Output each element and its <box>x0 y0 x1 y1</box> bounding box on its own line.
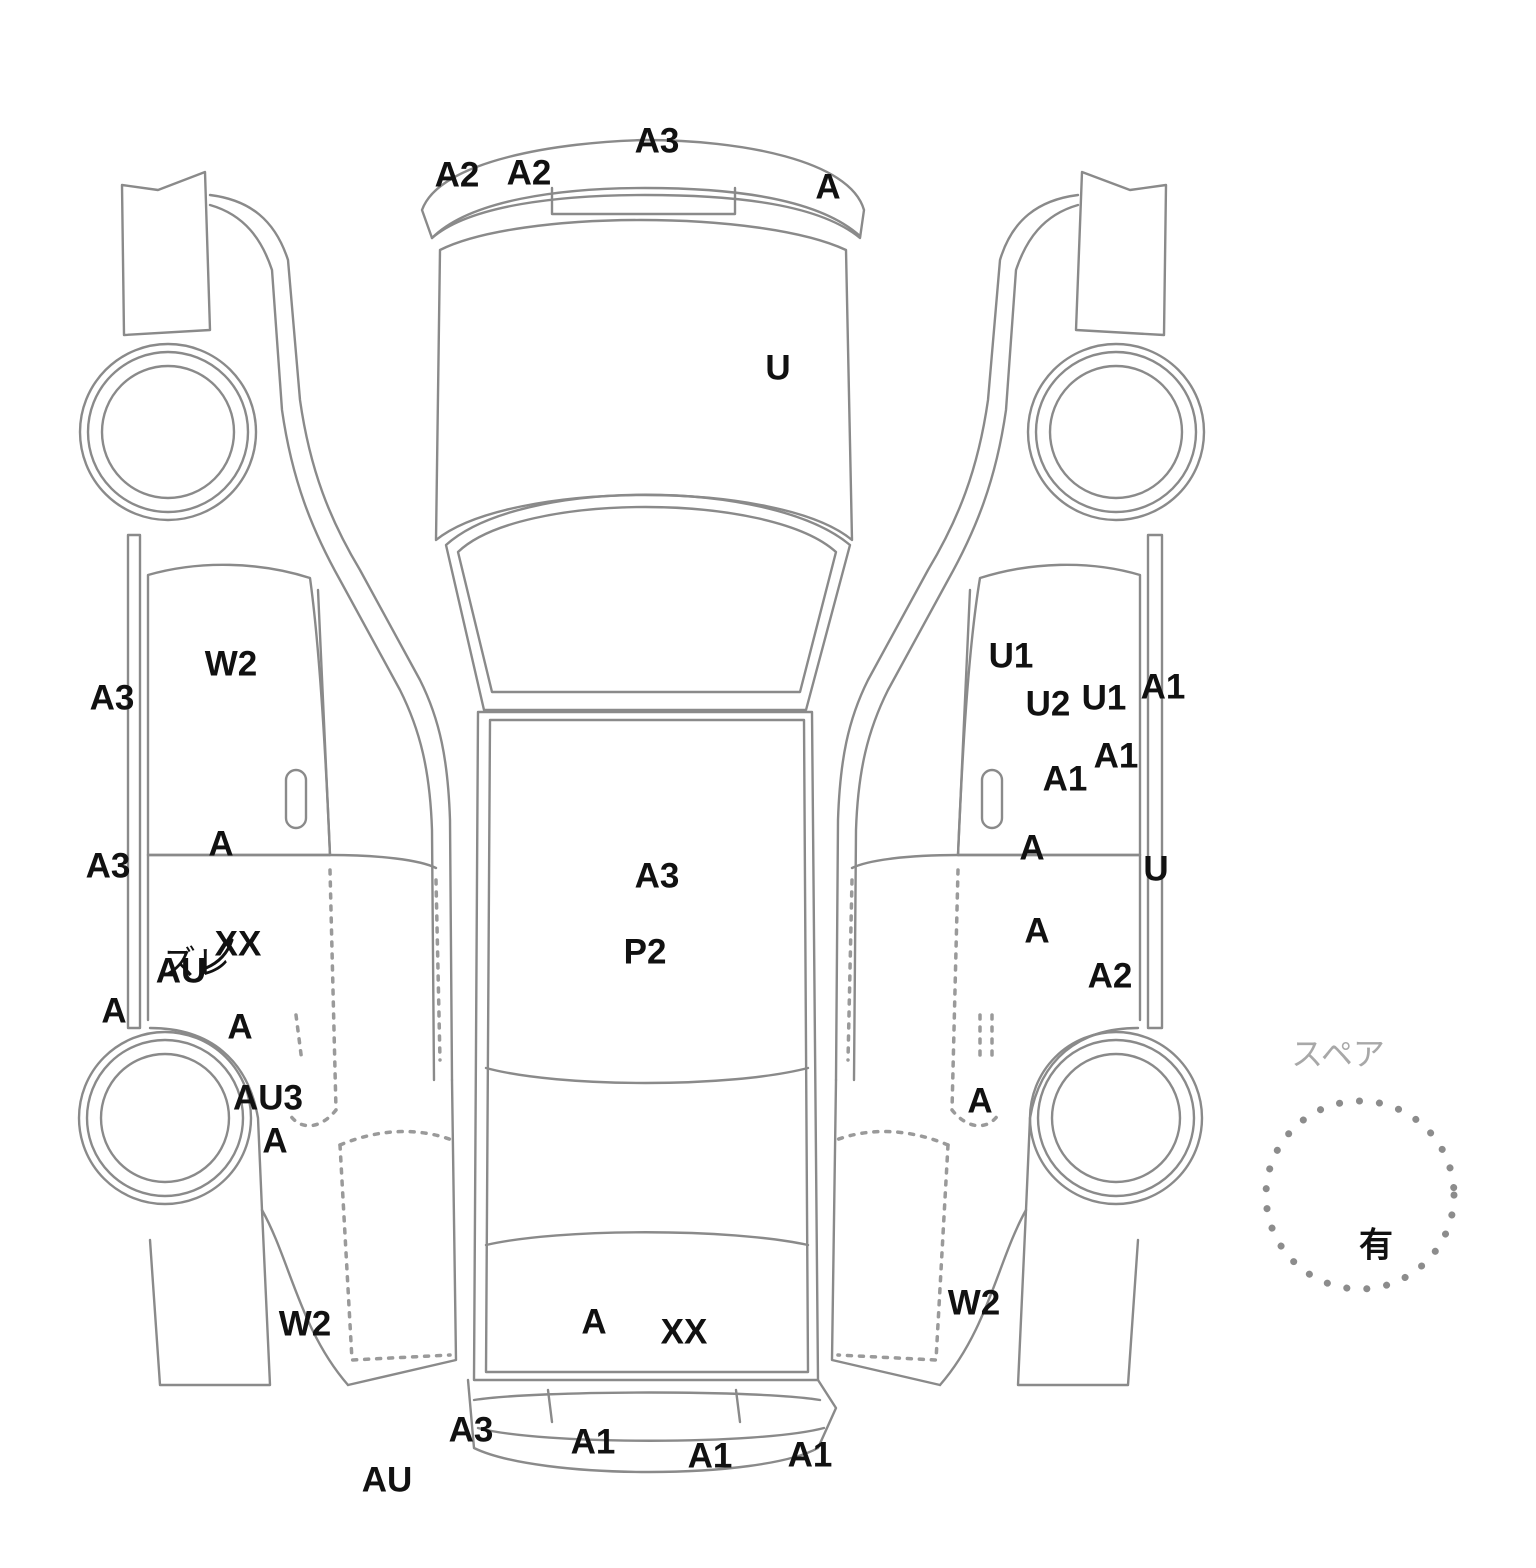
damage-mark: A <box>581 1302 607 1342</box>
spare-tire-label: スペア <box>1291 1035 1385 1073</box>
damage-mark: A3 <box>448 1410 494 1450</box>
damage-mark: A1 <box>1042 759 1088 799</box>
damage-mark: W2 <box>278 1304 332 1344</box>
spare-tire-outline <box>1262 1097 1458 1293</box>
damage-mark: AU3 <box>232 1078 304 1118</box>
damage-mark: A2 <box>506 153 552 193</box>
damage-mark: A <box>101 991 127 1031</box>
damage-mark: U1 <box>1081 678 1127 718</box>
damage-mark: P2 <box>623 932 667 972</box>
damage-mark: A <box>208 824 234 864</box>
damage-mark: A <box>1019 828 1045 868</box>
damage-mark: AU <box>361 1460 413 1500</box>
misalignment-note: ズレ <box>162 943 230 984</box>
damage-mark: XX <box>214 924 262 964</box>
damage-mark: A2 <box>434 155 480 195</box>
damage-mark: U <box>1143 849 1169 889</box>
damage-mark: AU <box>155 951 207 991</box>
damage-mark: A1 <box>570 1422 616 1462</box>
damage-mark: A <box>227 1007 253 1047</box>
car-left-side-view <box>77 170 458 1387</box>
damage-mark: XX <box>660 1312 708 1352</box>
damage-mark: A3 <box>634 856 680 896</box>
damage-mark: A3 <box>85 846 131 886</box>
damage-mark: A <box>262 1121 288 1161</box>
damage-mark: U1 <box>988 636 1034 676</box>
car-top-view <box>420 138 866 1474</box>
damage-mark: A1 <box>687 1436 733 1476</box>
damage-mark: W2 <box>947 1283 1001 1323</box>
car-right-side-view <box>830 170 1206 1387</box>
damage-mark: A1 <box>1093 736 1139 776</box>
damage-mark: W2 <box>204 644 258 684</box>
damage-mark: A3 <box>89 678 135 718</box>
damage-mark: A <box>1024 911 1050 951</box>
damage-mark: A1 <box>1140 667 1186 707</box>
damage-mark: U <box>765 348 791 388</box>
spare-tire-value: 有 <box>1359 1225 1393 1266</box>
damage-mark: A <box>967 1081 993 1121</box>
damage-mark: A3 <box>634 121 680 161</box>
damage-mark: A <box>815 167 841 207</box>
damage-mark: A2 <box>1087 956 1133 996</box>
damage-mark: A1 <box>787 1435 833 1475</box>
damage-mark: U2 <box>1025 684 1071 724</box>
